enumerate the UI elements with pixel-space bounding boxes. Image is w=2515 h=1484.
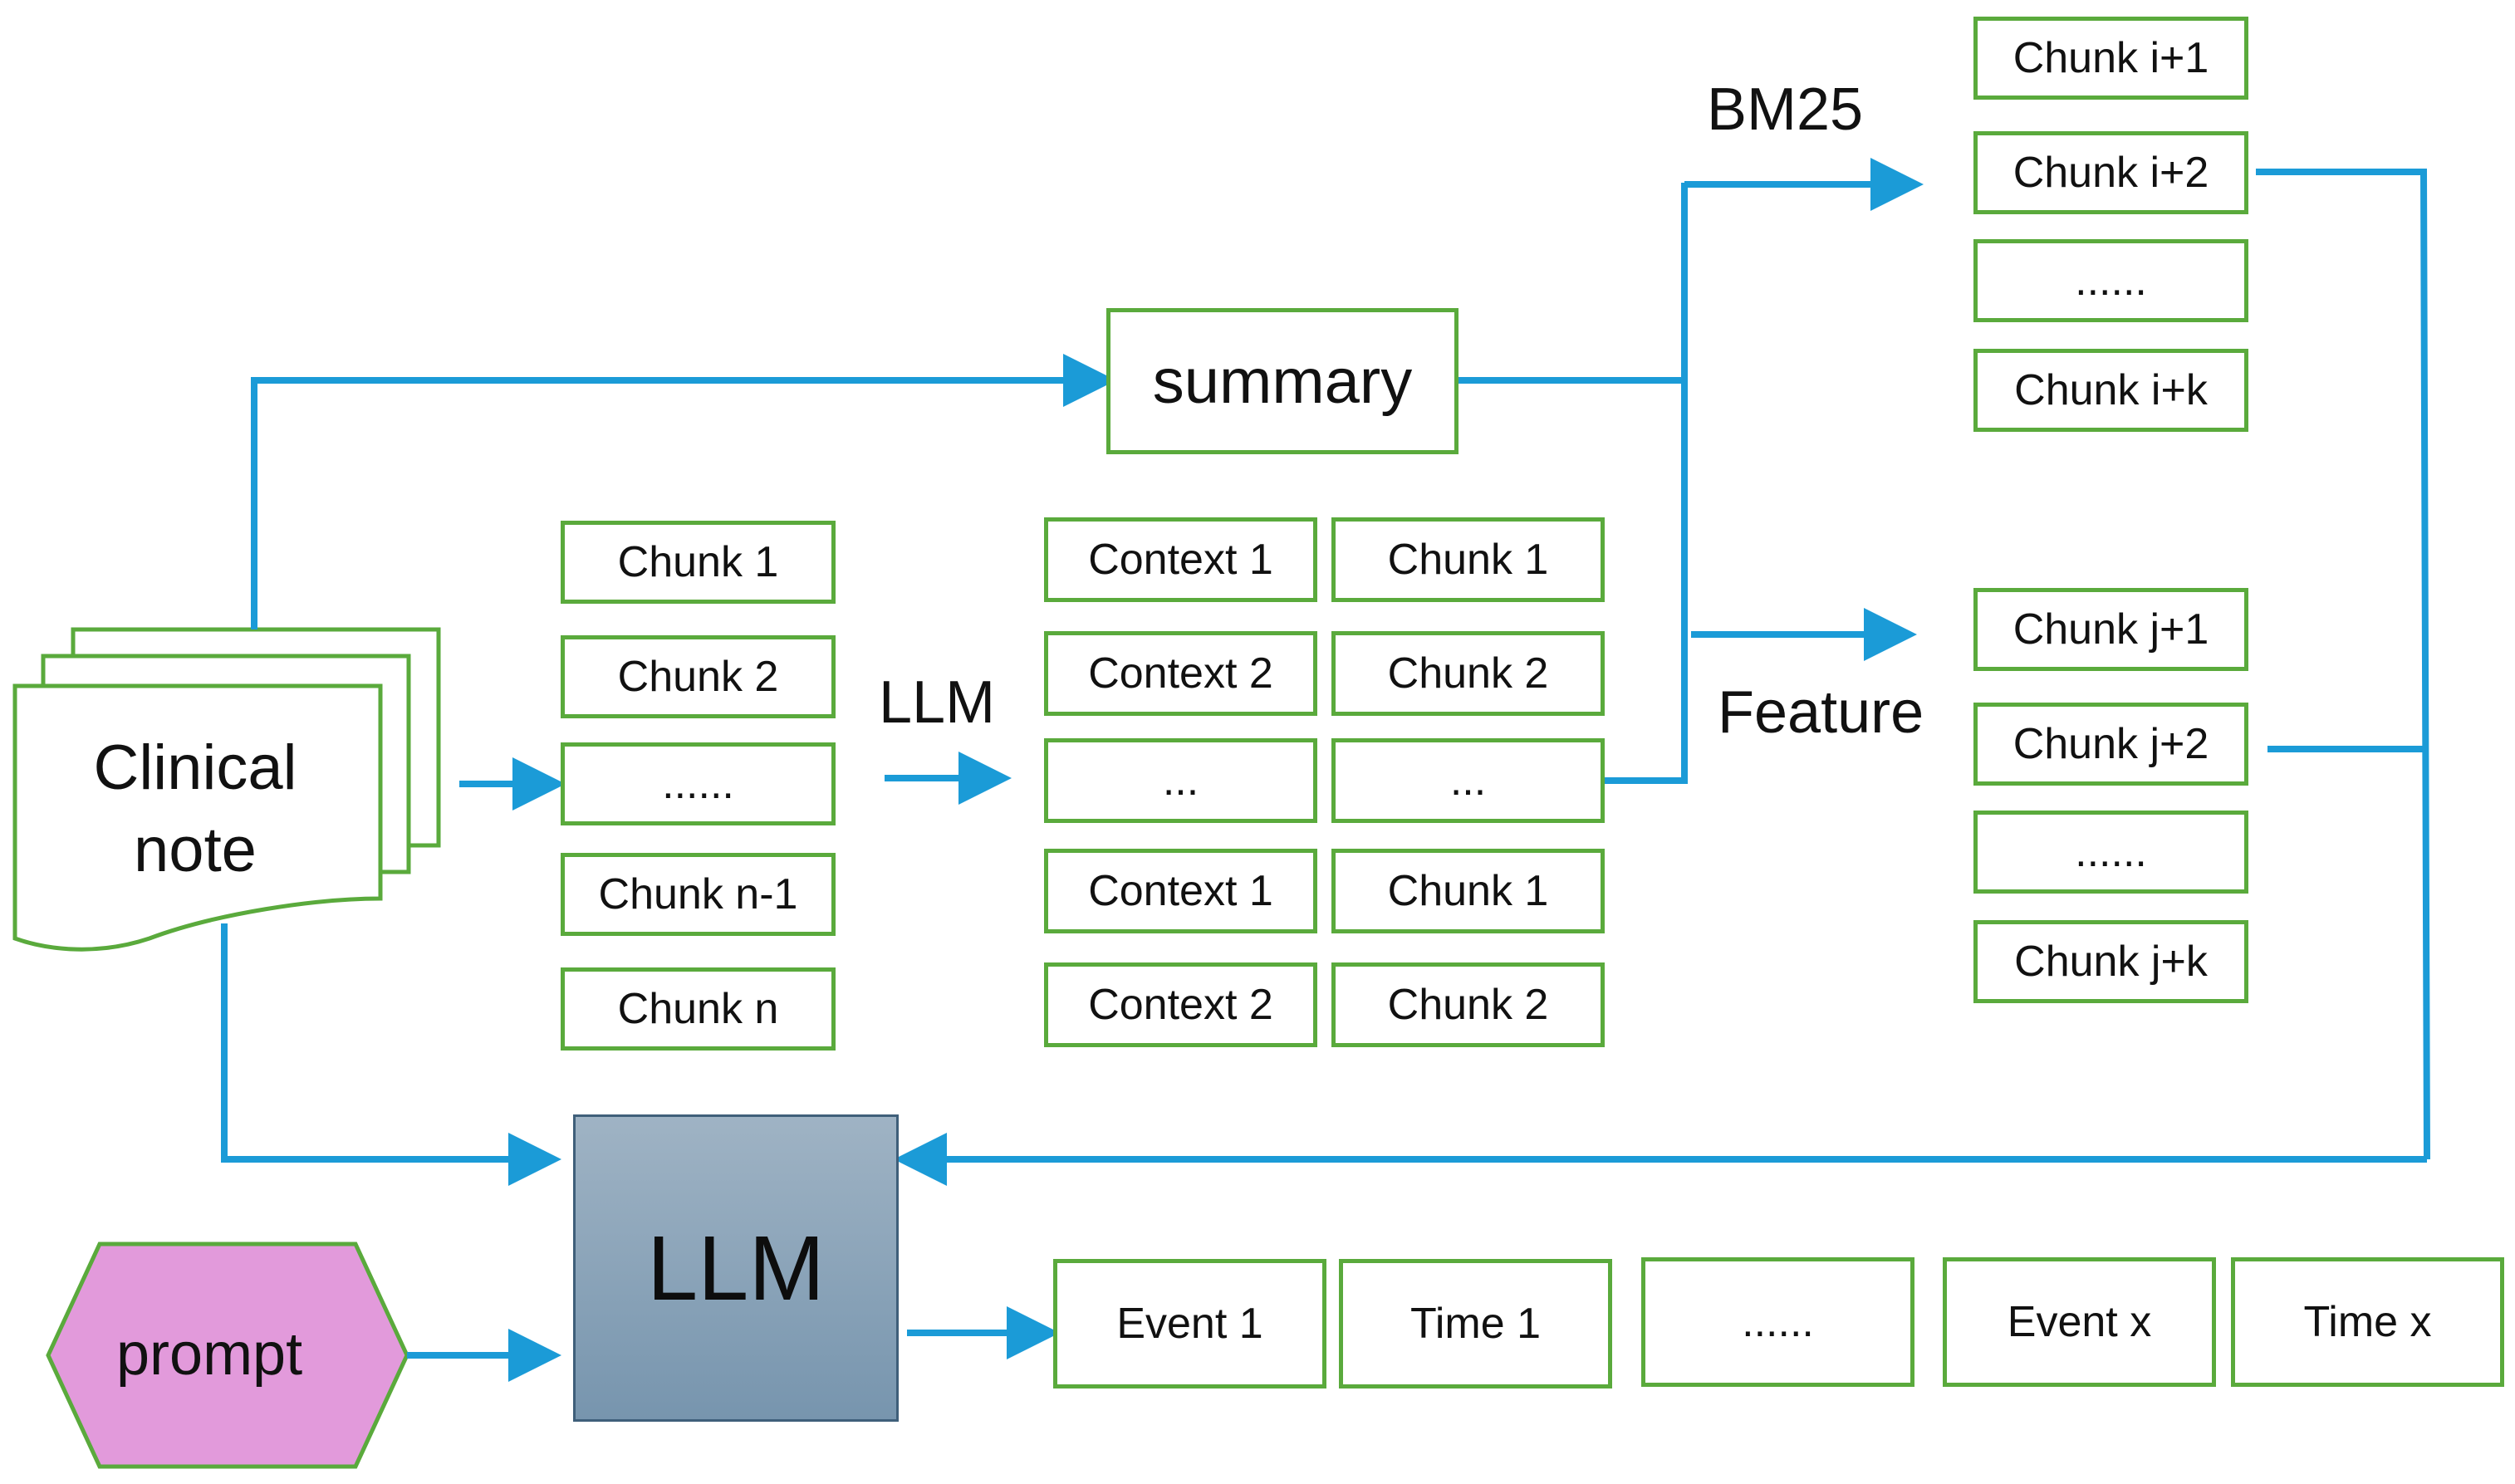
output-box: Event 1 [1053, 1259, 1326, 1388]
context-chunk-box: Chunk 1 [1331, 517, 1605, 602]
feature-result-box: Chunk j+2 [1973, 703, 2248, 786]
bm25-result-label: ...... [2075, 257, 2147, 305]
arrow-note-to-llm [221, 923, 561, 1186]
output-box: Time 1 [1339, 1259, 1612, 1388]
chunk-label: ...... [662, 760, 734, 808]
llm-arrow-label: LLM [879, 669, 996, 736]
feature-result-label: Chunk j+1 [2012, 605, 2209, 654]
output-box: ...... [1641, 1257, 1914, 1387]
context-label: Context 1 [1088, 536, 1273, 584]
llm-block-label: LLM [647, 1217, 825, 1320]
context-box: Context 1 [1044, 849, 1317, 933]
context-chunk-label: Chunk 2 [1387, 981, 1549, 1029]
context-label: ... [1162, 757, 1199, 805]
context-box: ... [1044, 738, 1317, 823]
context-chunk-box: ... [1331, 738, 1605, 823]
summary-label: summary [1152, 345, 1413, 417]
summary-box: summary [1106, 308, 1459, 454]
bm25-result-box: Chunk i+2 [1973, 131, 2248, 214]
chunk-box: Chunk 1 [561, 521, 836, 604]
output-label: Time 1 [1410, 1300, 1541, 1348]
context-chunk-label: ... [1449, 757, 1487, 805]
output-label: ...... [1742, 1298, 1814, 1346]
arrow-note-to-summary [251, 354, 1116, 629]
chunk-label: Chunk n [617, 985, 779, 1033]
feature-label: Feature [1718, 679, 1924, 746]
bm25-result-label: Chunk i+1 [2012, 34, 2209, 82]
context-box: Context 2 [1044, 631, 1317, 716]
bm25-result-box: Chunk i+k [1973, 349, 2248, 432]
feature-result-box: Chunk j+1 [1973, 588, 2248, 671]
feature-result-label: ...... [2075, 828, 2147, 876]
line-context-to-branch [1603, 183, 1688, 784]
context-chunk-label: Chunk 2 [1387, 649, 1549, 698]
chunk-box: Chunk 2 [561, 635, 836, 718]
feature-result-box: ...... [1973, 811, 2248, 894]
output-label: Event 1 [1116, 1300, 1263, 1348]
bm25-label: BM25 [1707, 76, 1864, 143]
prompt-label: prompt [116, 1321, 303, 1388]
output-label: Event x [2007, 1298, 2152, 1346]
line-bm25-results-out [2256, 169, 2430, 1160]
context-box: Context 2 [1044, 962, 1317, 1047]
chunk-label: Chunk 1 [617, 538, 779, 586]
bm25-result-box: ...... [1973, 239, 2248, 322]
clinical-note-line2: note [134, 814, 257, 885]
context-chunk-label: Chunk 1 [1387, 867, 1549, 915]
context-chunk-label: Chunk 1 [1387, 536, 1549, 584]
chunk-label: Chunk n-1 [598, 870, 798, 918]
output-label: Time x [2303, 1298, 2432, 1346]
clinical-note-line1: Clinical [93, 732, 297, 803]
context-chunk-box: Chunk 1 [1331, 849, 1605, 933]
context-label: Context 2 [1088, 981, 1273, 1029]
output-box: Time x [2231, 1257, 2504, 1387]
feature-result-label: Chunk j+2 [2012, 720, 2209, 768]
chunk-box: Chunk n-1 [561, 853, 836, 936]
output-box: Event x [1943, 1257, 2216, 1387]
clinical-note-label: Clinical note [50, 727, 341, 892]
chunk-box: Chunk n [561, 967, 836, 1051]
llm-block: LLM [573, 1114, 899, 1422]
bm25-result-box: Chunk i+1 [1973, 17, 2248, 100]
context-chunk-box: Chunk 2 [1331, 631, 1605, 716]
bm25-result-label: Chunk i+2 [2012, 149, 2209, 197]
clinical-note-icon [12, 627, 441, 952]
feature-result-box: Chunk j+k [1973, 920, 2248, 1003]
context-box: Context 1 [1044, 517, 1317, 602]
chunk-label: Chunk 2 [617, 653, 779, 701]
context-label: Context 2 [1088, 649, 1273, 698]
context-label: Context 1 [1088, 867, 1273, 915]
context-chunk-box: Chunk 2 [1331, 962, 1605, 1047]
chunk-box: ...... [561, 742, 836, 825]
feature-result-label: Chunk j+k [2014, 938, 2208, 986]
bm25-result-label: Chunk i+k [2014, 366, 2208, 414]
